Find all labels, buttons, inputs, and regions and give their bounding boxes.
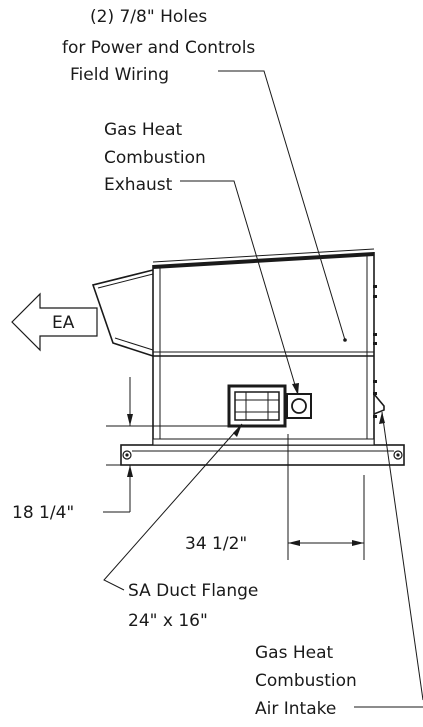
wiring-holes-leader (218, 70, 346, 341)
exhaust-leader-arrowhead (292, 383, 299, 395)
ea-arrow-shape (11, 292, 98, 352)
right-side-hardware (373, 285, 377, 418)
sa-duct-flange (227, 384, 287, 428)
sa-flange-leader (103, 423, 243, 591)
wiring-holes-line-1: (2) 7/8" Holes (90, 7, 207, 27)
sa-flange-line-2: 24" x 16" (128, 611, 208, 631)
wiring-hole-marker (343, 338, 347, 342)
base-top-rail (152, 438, 375, 446)
sa-flange-leader-arrowhead (233, 424, 242, 437)
sa-flange-inner (234, 391, 280, 421)
unit-body (91, 248, 405, 466)
sa-flange-line-1: SA Duct Flange (128, 581, 258, 601)
intake-line-1: Gas Heat (255, 643, 334, 663)
height-arrowhead-lower (127, 465, 133, 477)
wiring-holes-callout: (2) 7/8" Holes for Power and Controls Fi… (62, 7, 347, 342)
combustion-exhaust-fitting (286, 393, 312, 419)
exhaust-line-1: Gas Heat (104, 120, 183, 140)
intake-leader-arrowhead (379, 412, 385, 424)
exhaust-line-3: Exhaust (104, 175, 173, 195)
exhaust-hood-inner-top (97, 273, 154, 289)
width-arrowhead-right (352, 540, 364, 546)
ea-arrow-label: EA (52, 313, 75, 333)
roof-edge (152, 248, 375, 263)
roof-panel (153, 252, 374, 269)
intake-hood (373, 393, 385, 415)
exhaust-leader (180, 180, 299, 396)
sa-flange-callout: SA Duct Flange 24" x 16" (103, 423, 258, 631)
intake-line-2: Combustion (255, 671, 357, 691)
ea-arrow: EA (11, 292, 98, 352)
exhaust-hood-inner-bottom (114, 337, 154, 351)
intake-callout: Gas Heat Combustion Air Intake (255, 411, 423, 719)
base-rail (120, 444, 405, 466)
height-arrowhead-upper (127, 414, 133, 426)
width-dimension: 34 1/2" (185, 434, 365, 560)
wiring-holes-line-3: Field Wiring (70, 65, 169, 85)
height-dimension: 18 1/4" (12, 377, 228, 523)
intake-leader (381, 411, 423, 701)
exhaust-hood (91, 269, 154, 357)
exhaust-fitting-port-icon (291, 398, 307, 414)
exhaust-line-2: Combustion (104, 148, 206, 168)
width-dimension-label: 34 1/2" (185, 534, 247, 554)
exhaust-callout: Gas Heat Combustion Exhaust (104, 120, 299, 396)
intake-line-3: Air Intake (255, 699, 336, 719)
height-dimension-label: 18 1/4" (12, 503, 74, 523)
wiring-holes-line-2: for Power and Controls (62, 38, 255, 58)
width-arrowhead-left (288, 540, 300, 546)
